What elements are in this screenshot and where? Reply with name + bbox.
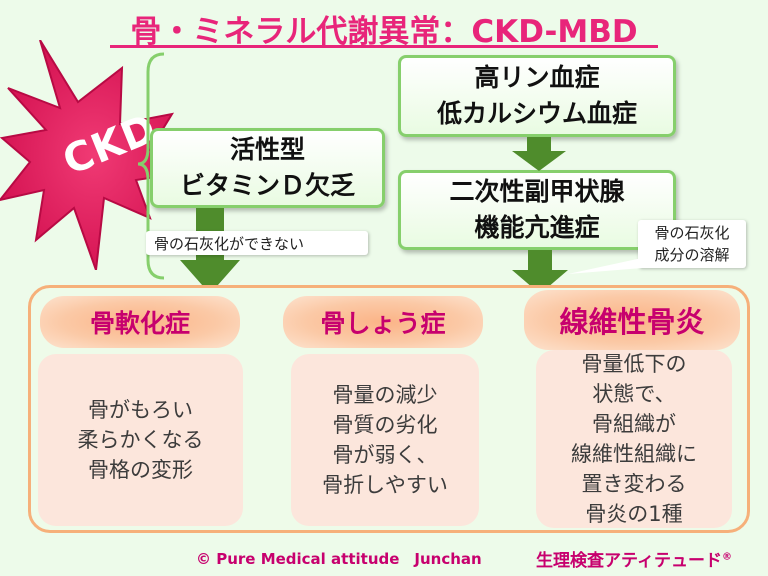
bracket-line [137,52,165,280]
down-arrow-icon [512,250,568,294]
copyright-text: © Pure Medical attitude Junchan [196,550,482,568]
description-line: 骨が弱く、 [332,443,438,467]
osteoporosis-label: 骨しょう症 [283,296,483,348]
hyper-line-1: 高リン血症 [474,63,600,92]
description-line: 骨炎の1種 [585,502,683,526]
brand-name: 生理検査アティテュード [536,551,722,571]
hyperphosphatemia-box: 高リン血症 低カルシウム血症 [398,55,676,137]
page-title: 骨・ミネラル代謝異常：CKD-MBD [130,14,638,50]
calcification-callout: 骨の石灰化ができない [146,231,368,255]
description-line: 線維性組織に [571,442,697,466]
dissolution-line-1: 骨の石灰化 [654,224,730,242]
callout-pointer [568,258,642,274]
hyper-line-2: 低カルシウム血症 [436,99,637,128]
down-arrow-icon [512,137,566,171]
dissolution-callout: 骨の石灰化 成分の溶解 [638,220,746,268]
description-line: 骨折しやすい [322,473,448,497]
description-line: 骨がもろい [88,398,193,422]
osteomalacia-description: 骨がもろい 柔らかくなる 骨格の変形 [38,354,243,526]
description-line: 状態で、 [592,382,676,406]
vitamin-d-deficiency-box: 活性型 ビタミンＤ欠乏 [150,128,385,208]
vitamin-d-line-2: ビタミンＤ欠乏 [179,171,355,200]
osteoporosis-description: 骨量の減少 骨質の劣化 骨が弱く、 骨折しやすい [291,354,479,526]
hyperparathyroidism-box: 二次性副甲状腺 機能亢進症 [398,170,676,250]
osteitis-fibrosa-label: 線維性骨炎 [524,290,740,350]
para-line-1: 二次性副甲状腺 [449,177,625,206]
vitamin-d-line-1: 活性型 [229,135,305,164]
description-line: 骨組織が [592,412,676,436]
brand-text: 生理検査アティテュード® [536,546,732,571]
description-line: 骨格の変形 [88,458,193,482]
description-line: 骨量の減少 [332,383,438,407]
description-line: 柔らかくなる [77,428,204,452]
osteitis-fibrosa-description: 骨量低下の 状態で、 骨組織が 線維性組織に 置き変わる 骨炎の1種 [536,350,732,528]
registered-mark: ® [721,551,732,563]
dissolution-line-2: 成分の溶解 [654,246,730,264]
ckd-burst-icon [0,40,190,270]
description-line: 置き変わる [581,472,687,496]
description-line: 骨質の劣化 [332,413,438,437]
title-underline [110,45,658,48]
osteomalacia-label: 骨軟化症 [40,296,240,348]
para-line-2: 機能亢進症 [474,213,600,242]
description-line: 骨量低下の [581,352,687,376]
